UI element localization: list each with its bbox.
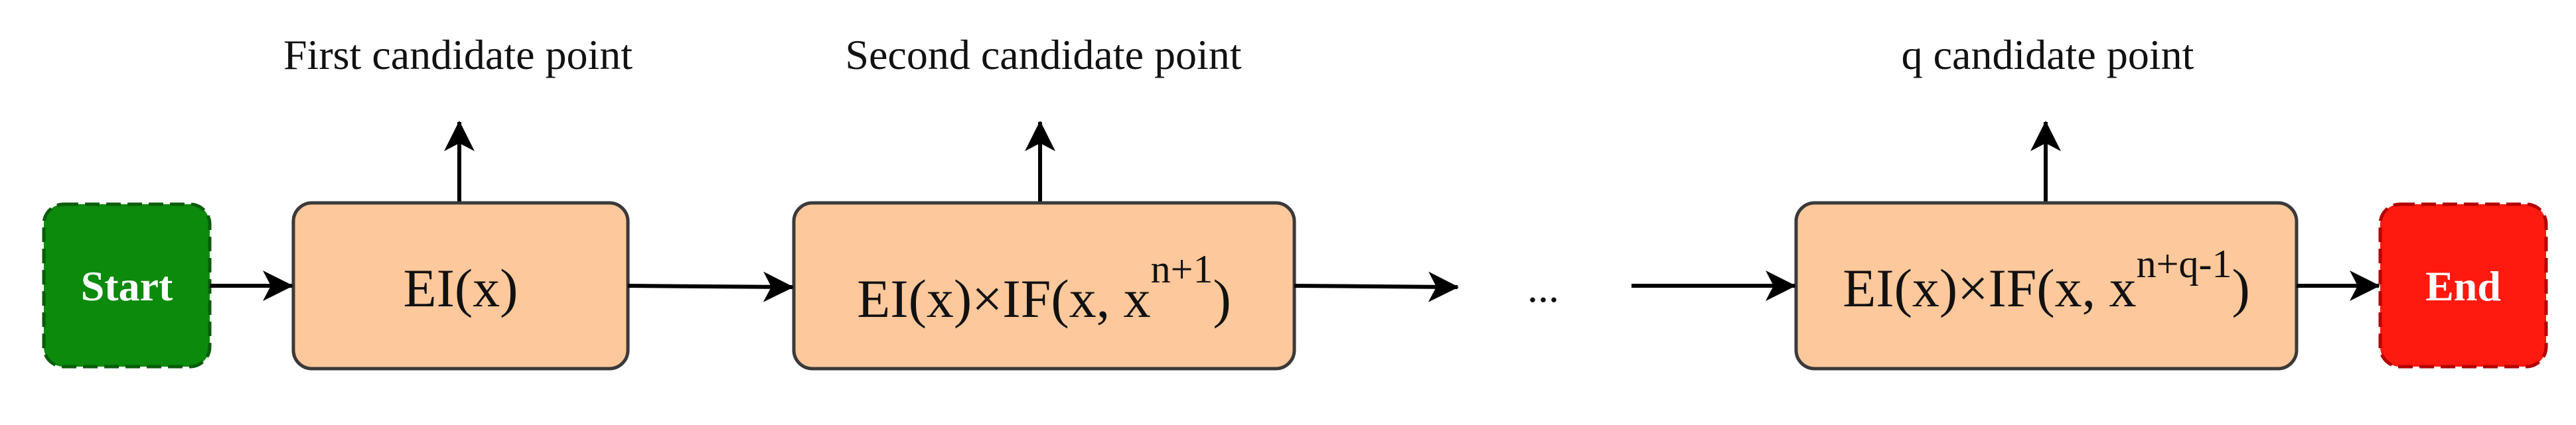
- end-node: End: [2378, 202, 2548, 369]
- ellipsis: ...: [1527, 264, 1559, 311]
- box-1-expression: EI(x): [403, 258, 518, 318]
- flow-arrow-box2-out: [1294, 271, 1459, 302]
- process-box-q: EI(x)×IF(x, xn+q-1): [1794, 201, 2299, 371]
- box-2-expression: EI(x)×IF(x, xn+1): [857, 247, 1231, 329]
- process-box-1: EI(x): [291, 201, 630, 371]
- box-q-expression: EI(x)×IF(x, xn+q-1): [1843, 242, 2250, 318]
- end-label: End: [2425, 263, 2501, 310]
- output-label-q: q candidate point: [1902, 31, 2194, 78]
- output-label-first: First candidate point: [283, 31, 633, 78]
- output-label-second: Second candidate point: [845, 31, 1241, 78]
- process-box-2: EI(x)×IF(x, xn+1): [792, 201, 1296, 371]
- start-node: Start: [42, 202, 212, 369]
- flow-arrow-box1-to-box2: [627, 271, 794, 302]
- start-label: Start: [81, 263, 173, 310]
